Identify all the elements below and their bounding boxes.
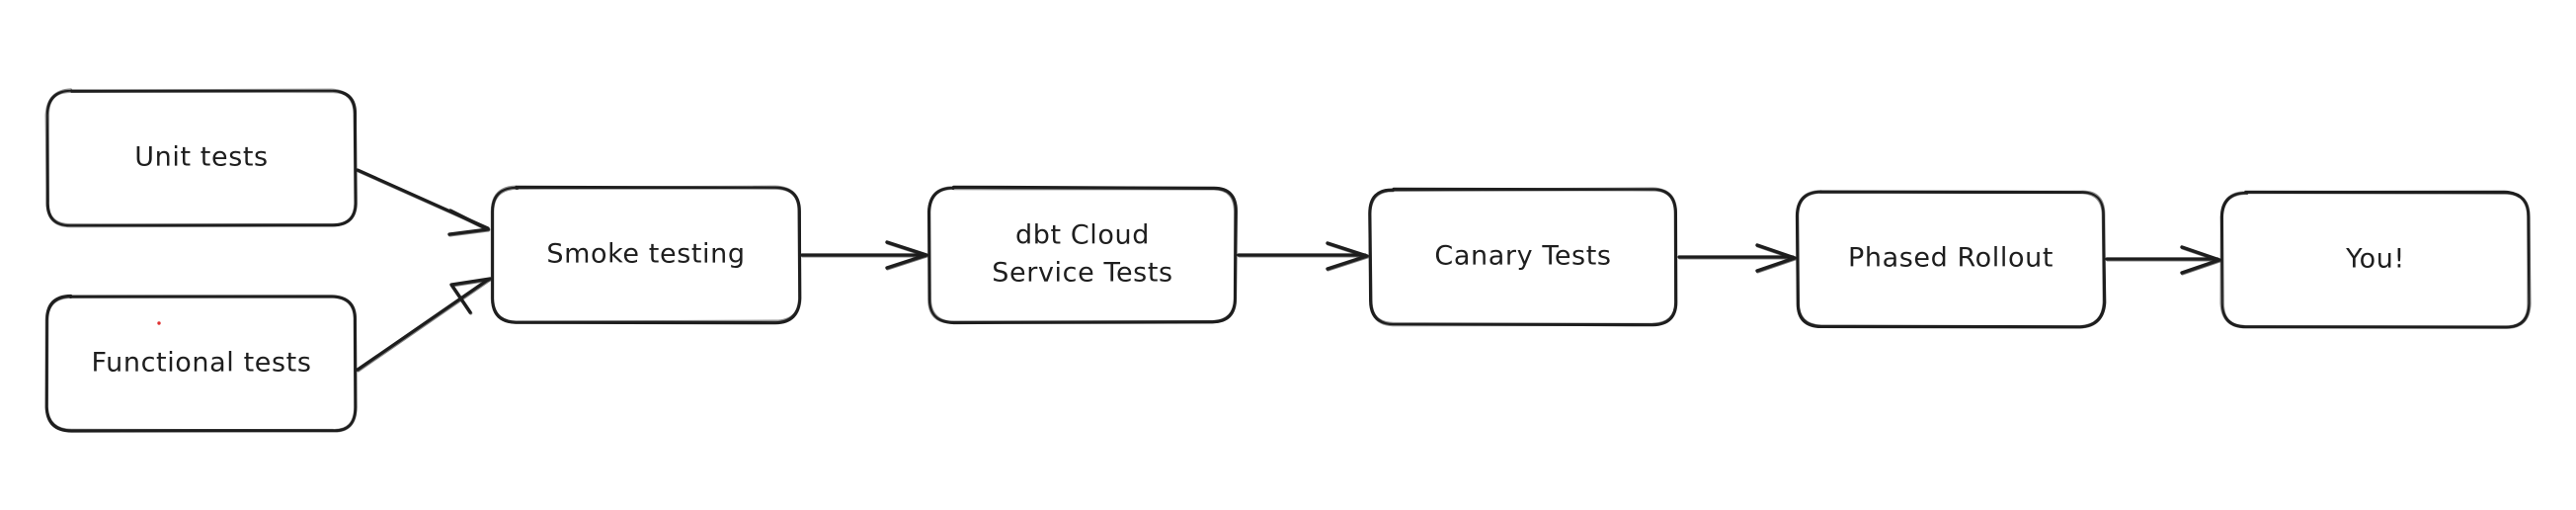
edge-functional-tests-to-smoke-testing xyxy=(356,277,493,373)
node-outline-sketch-pass xyxy=(490,185,802,324)
node-label: dbt Cloud xyxy=(1015,220,1150,251)
marks-layer xyxy=(157,321,161,325)
node-smoke-testing[interactable]: Smoke testing xyxy=(490,185,802,325)
node-outline-sketch-pass xyxy=(44,295,358,433)
edge-unit-tests-to-smoke-testing xyxy=(356,168,491,237)
arrowhead-sketch-pass xyxy=(1755,244,1798,274)
node-you[interactable]: You! xyxy=(2219,190,2532,329)
node-label: Smoke testing xyxy=(546,239,745,270)
node-label: Functional tests xyxy=(92,348,312,379)
arrowhead-sketch-pass xyxy=(1326,242,1370,272)
node-phased-rollout[interactable]: Phased Rollout xyxy=(1795,190,2107,329)
node-outline-sketch-pass xyxy=(2219,190,2532,329)
arrowhead-sketch-pass xyxy=(447,210,491,237)
edge-smoke-testing-to-dbt-cloud-service-tests xyxy=(800,240,929,271)
arrowhead-sketch-pass xyxy=(885,241,929,271)
node-outline-sketch-pass xyxy=(44,88,359,228)
stray-mark xyxy=(157,321,161,325)
edge-line-sketch-pass xyxy=(357,279,491,373)
node-outline-sketch-pass xyxy=(1796,190,2106,329)
node-label: Unit tests xyxy=(134,142,268,173)
edge-dbt-cloud-service-tests-to-canary-tests xyxy=(1237,241,1370,272)
arrowhead-sketch-pass xyxy=(449,278,493,315)
edge-phased-rollout-to-you xyxy=(2105,245,2222,276)
node-label: Phased Rollout xyxy=(1848,243,2053,274)
node-label: You! xyxy=(2345,244,2405,275)
node-functional-tests[interactable]: Functional tests xyxy=(44,294,358,433)
edge-canary-tests-to-phased-rollout xyxy=(1677,243,1798,274)
node-outline-sketch-pass xyxy=(927,186,1238,324)
arrowhead-sketch-pass xyxy=(2180,246,2222,276)
node-outline-sketch-pass xyxy=(1368,187,1678,327)
node-canary-tests[interactable]: Canary Tests xyxy=(1368,187,1678,327)
node-label: Canary Tests xyxy=(1434,241,1611,272)
node-label: Service Tests xyxy=(992,258,1172,289)
node-unit-tests[interactable]: Unit tests xyxy=(44,88,359,228)
edges-layer xyxy=(356,168,2222,373)
